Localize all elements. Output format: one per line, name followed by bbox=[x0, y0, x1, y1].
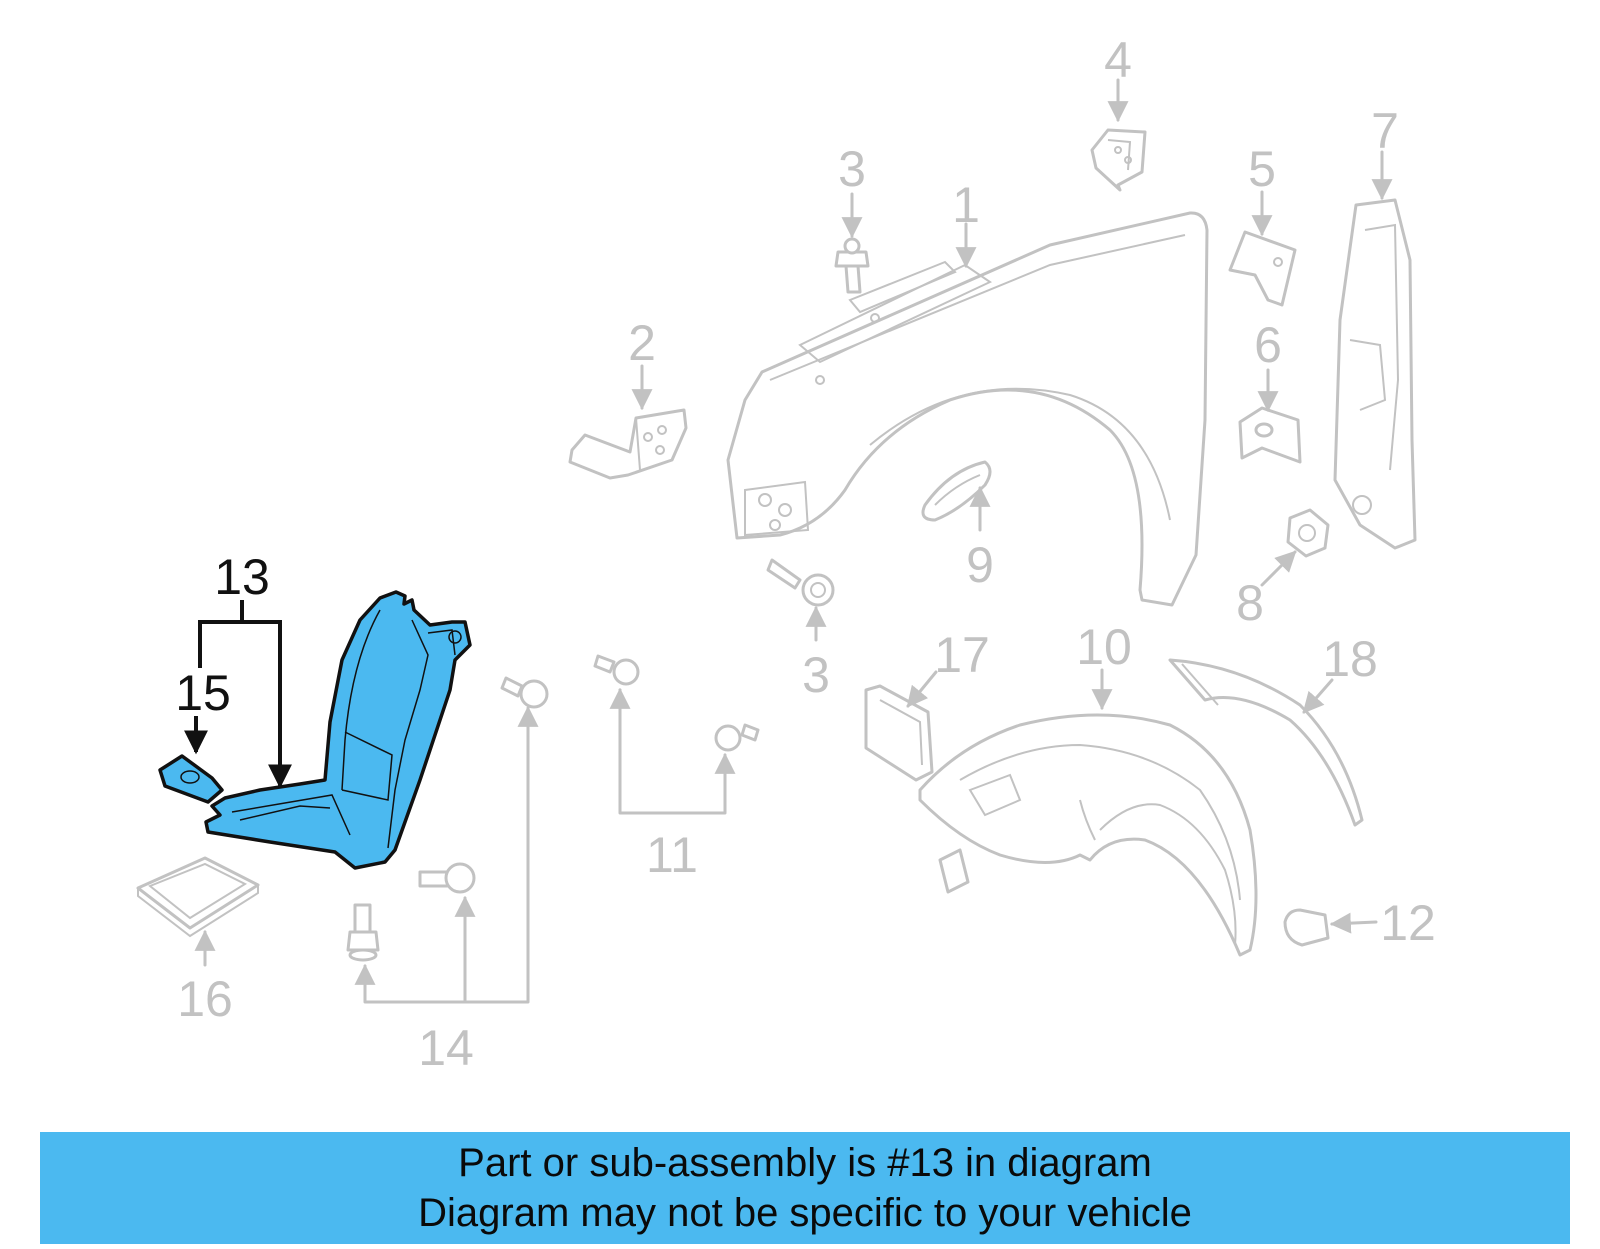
label-15: 15 bbox=[175, 665, 231, 721]
fender-part[interactable] bbox=[726, 211, 1209, 607]
bolt-part-3-top[interactable] bbox=[834, 237, 870, 294]
clip-part-6[interactable] bbox=[1238, 406, 1302, 464]
splash-shield-part-13[interactable] bbox=[204, 590, 472, 870]
label-7: 7 bbox=[1371, 103, 1399, 159]
label-6: 6 bbox=[1254, 317, 1282, 373]
bolt-part-14c[interactable] bbox=[500, 676, 549, 709]
bracket-part-2[interactable] bbox=[568, 408, 688, 480]
screw-part-11a[interactable] bbox=[593, 654, 640, 686]
moulding-part-18[interactable] bbox=[1168, 658, 1364, 827]
label-3-top: 3 bbox=[838, 141, 866, 197]
label-17: 17 bbox=[934, 627, 990, 683]
part-labels: 1 2 3 3 4 5 6 7 8 9 10 11 12 13 14 15 16… bbox=[175, 32, 1436, 1076]
label-8: 8 bbox=[1236, 575, 1264, 631]
leader-lines-grey bbox=[194, 78, 1393, 1004]
label-5: 5 bbox=[1248, 141, 1276, 197]
bolt-part-14a[interactable] bbox=[346, 903, 380, 962]
label-13: 13 bbox=[214, 549, 270, 605]
label-4: 4 bbox=[1104, 32, 1132, 88]
fender-liner-part-10[interactable] bbox=[918, 713, 1258, 957]
screw-part-11b[interactable] bbox=[714, 723, 760, 752]
label-11: 11 bbox=[646, 827, 698, 883]
label-9: 9 bbox=[966, 537, 994, 593]
nut-part-8[interactable] bbox=[1286, 508, 1330, 558]
bracket-part-4[interactable] bbox=[1090, 128, 1147, 192]
info-banner: Part or sub-assembly is #13 in diagram D… bbox=[40, 1132, 1570, 1244]
clip-part-15[interactable] bbox=[158, 754, 224, 804]
clip-part-12[interactable] bbox=[1283, 908, 1330, 947]
label-14: 14 bbox=[418, 1020, 474, 1076]
pad-part-16[interactable] bbox=[136, 856, 260, 938]
module-part-17[interactable] bbox=[864, 684, 934, 782]
bracket-part-7[interactable] bbox=[1333, 198, 1417, 550]
label-16: 16 bbox=[177, 971, 233, 1027]
leader-lines-black bbox=[184, 600, 292, 789]
label-12: 12 bbox=[1380, 895, 1436, 951]
label-2: 2 bbox=[628, 315, 656, 371]
bolt-part-3-bottom[interactable] bbox=[766, 558, 835, 607]
parts-diagram: 1 2 3 3 4 5 6 7 8 9 10 11 12 13 14 15 16… bbox=[136, 32, 1436, 1076]
label-1: 1 bbox=[952, 177, 980, 233]
label-10: 10 bbox=[1076, 619, 1132, 675]
label-3-bottom: 3 bbox=[802, 647, 830, 703]
banner-line-disclaimer: Diagram may not be specific to your vehi… bbox=[418, 1191, 1192, 1235]
bolt-part-14b[interactable] bbox=[418, 862, 476, 894]
grommet-part-9[interactable] bbox=[921, 460, 992, 522]
bracket-part-5[interactable] bbox=[1228, 230, 1297, 307]
banner-line-part-number: Part or sub-assembly is #13 in diagram bbox=[458, 1141, 1152, 1185]
label-18: 18 bbox=[1322, 631, 1378, 687]
